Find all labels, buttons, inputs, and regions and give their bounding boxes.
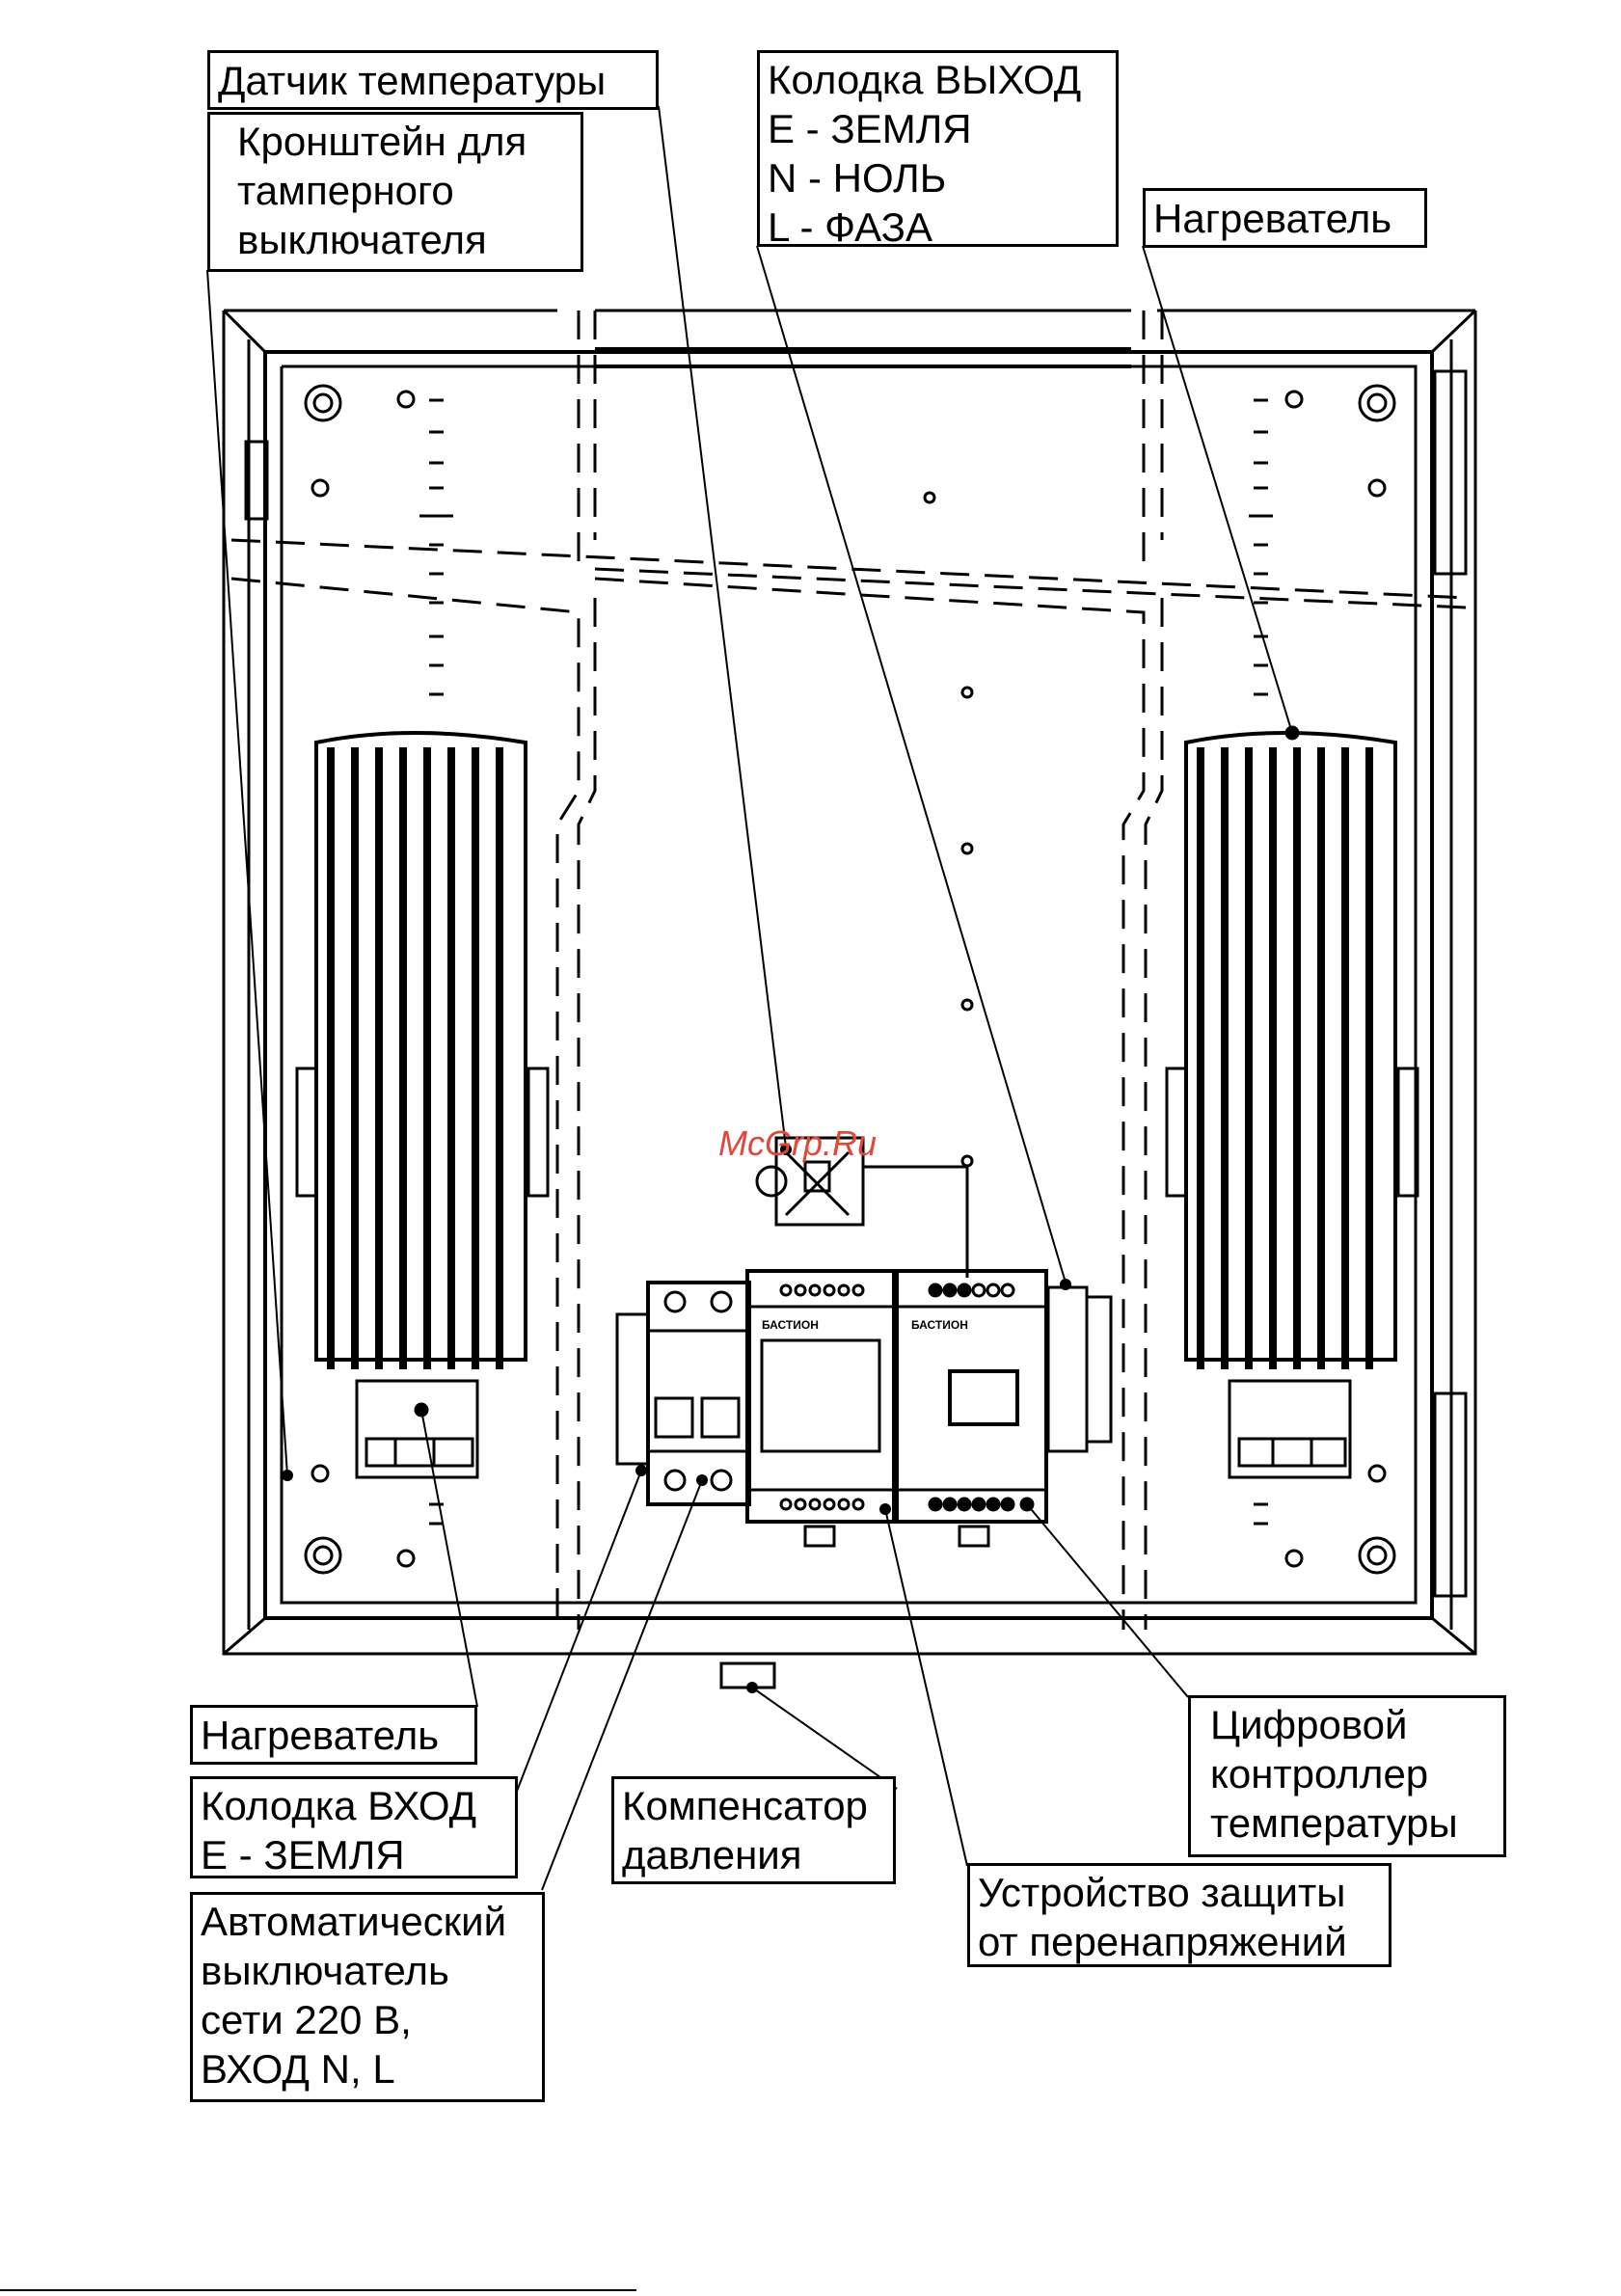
cabinet-frame <box>222 309 1477 1656</box>
label-heater-top: Нагреватель <box>1143 188 1427 248</box>
ruler-ticks <box>419 398 1273 1526</box>
label-input-terminal: Колодка ВХОД E - ЗЕМЛЯ <box>190 1776 518 1878</box>
label-temperature-sensor: Датчик температуры <box>207 50 659 110</box>
label-digital-controller: Цифровой контроллер температуры <box>1188 1695 1506 1857</box>
label-tamper-bracket: Кронштейн для тамперного выключателя <box>207 112 583 272</box>
leader-dots <box>282 1144 1071 1693</box>
heater-right <box>1165 725 1419 1479</box>
door-dashed-lines <box>230 311 1467 1630</box>
hinges <box>244 369 1468 1598</box>
controller-brand-text: БАСТИОН <box>911 1318 968 1332</box>
surge-protector-module <box>745 1269 896 1548</box>
heater-left <box>295 731 550 1479</box>
label-pressure-compensator: Компенсатор давления <box>611 1776 896 1884</box>
leader-lines <box>206 105 1293 1891</box>
label-circuit-breaker: Автоматический выключатель сети 220 В, В… <box>190 1892 545 2102</box>
temperature-sensor <box>755 1136 969 1278</box>
panel-holes <box>923 491 974 1168</box>
watermark: McGrp.Ru <box>718 1123 878 1163</box>
output-terminal-block <box>1046 1285 1113 1453</box>
label-heater-bottom: Нагреватель <box>190 1705 477 1765</box>
label-output-terminal: Колодка ВЫХОД E - ЗЕМЛЯ N - НОЛЬ L - ФАЗ… <box>757 50 1119 250</box>
surge-brand-text: БАСТИОН <box>762 1318 819 1332</box>
corner-bolts <box>304 384 1396 1575</box>
label-surge-protector: Устройство защиты от перенапряжений <box>967 1863 1391 1967</box>
